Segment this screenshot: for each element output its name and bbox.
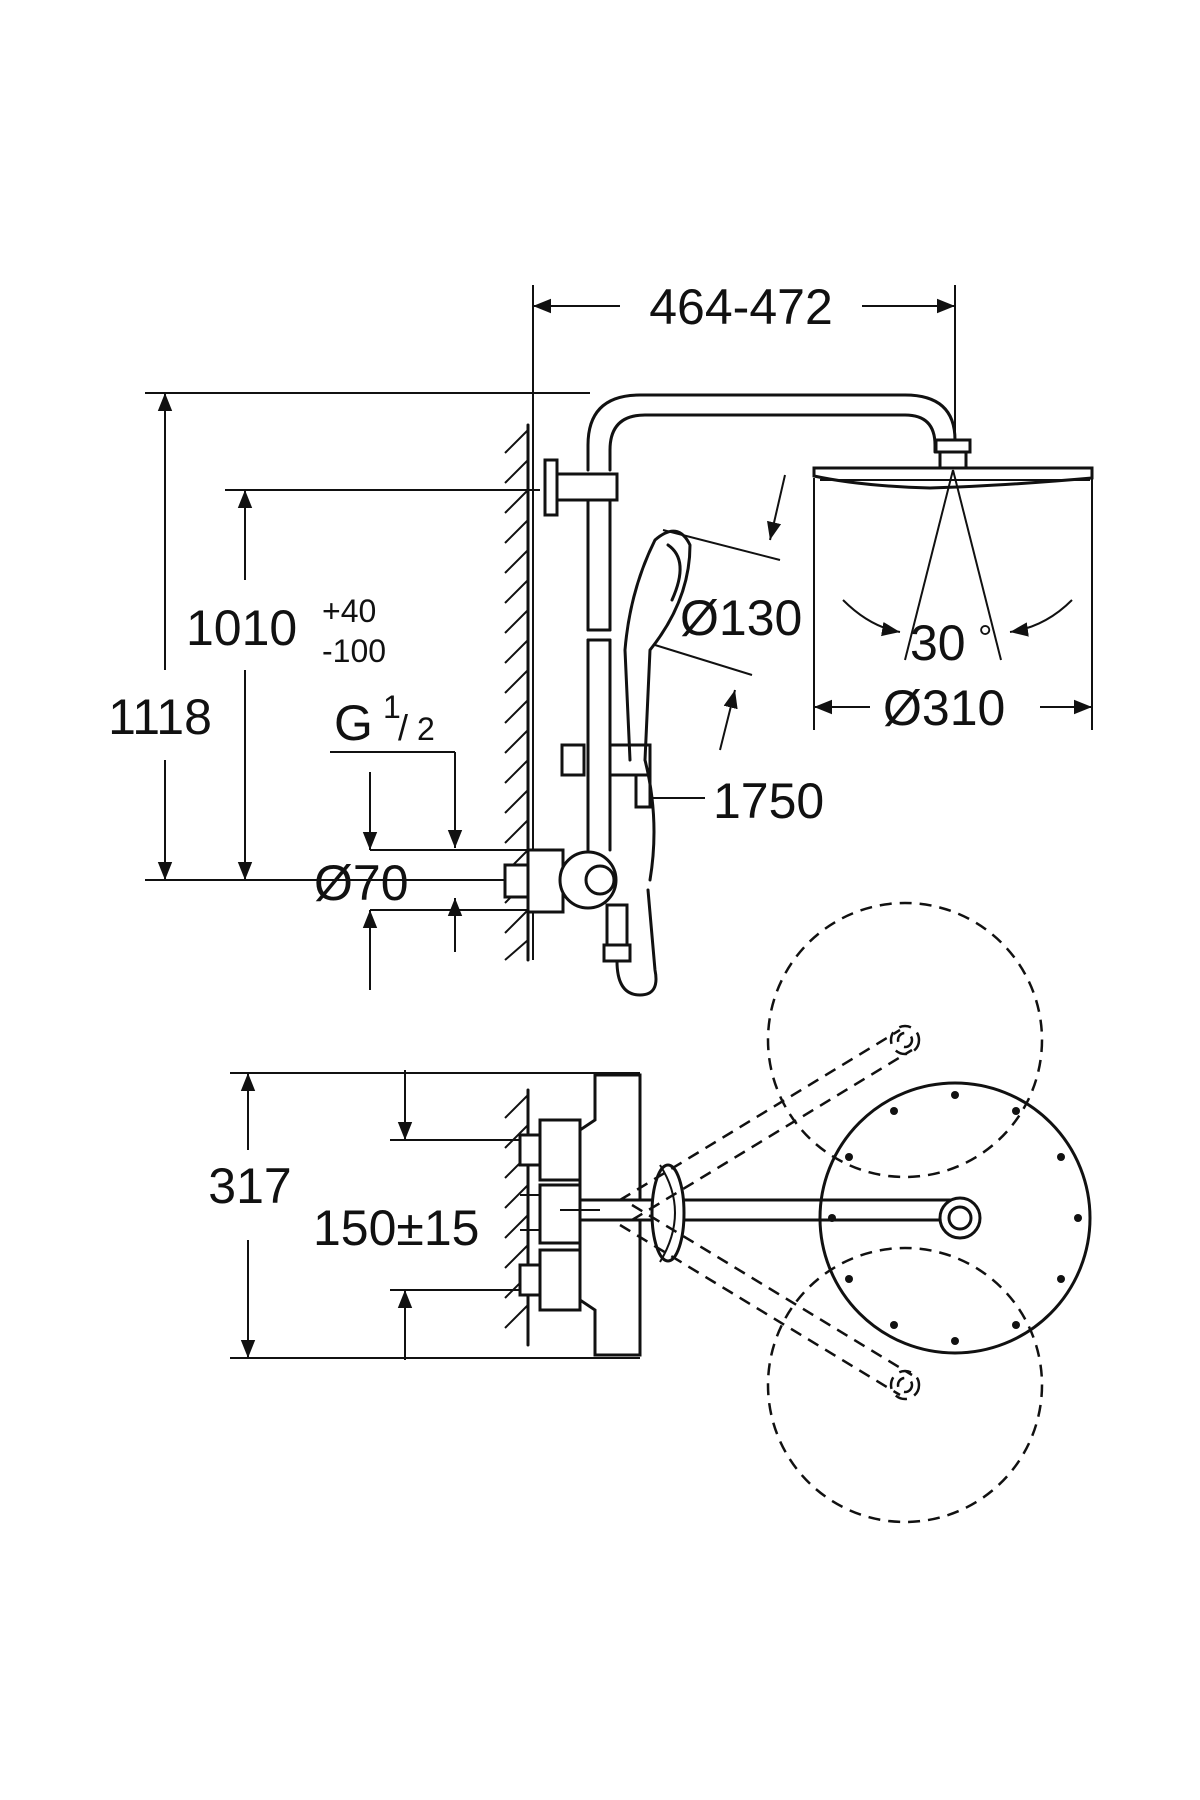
- thread-numerator: 1: [383, 689, 401, 725]
- outlet-tol-minus: -100: [322, 633, 386, 669]
- dim-rosette: Ø70: [314, 772, 528, 990]
- hand-shower: [623, 529, 692, 882]
- dim-hose: 1750: [650, 773, 824, 829]
- rosette-diameter-label: Ø70: [314, 855, 409, 911]
- dim-width: 464-472: [532, 279, 956, 960]
- dim-total-height: 1118: [108, 392, 590, 881]
- inlet-spacing-label: 150±15: [313, 1200, 479, 1256]
- rotated-positions: [619, 901, 1044, 1524]
- dim-depth: 317: [208, 1072, 640, 1359]
- outlet-height-label: 1010: [186, 600, 297, 656]
- width-range-label: 464-472: [649, 279, 833, 335]
- spray-angle-unit: °: [978, 617, 992, 658]
- thread-letter: G: [334, 695, 373, 751]
- hand-shower-top: [650, 1163, 686, 1263]
- thread-denominator: 2: [417, 711, 435, 747]
- dim-outlet-height: 1010 +40 -100: [186, 489, 540, 880]
- head-shower-top: [818, 1081, 1092, 1355]
- head-shower: [812, 438, 1094, 490]
- mixer-body: [503, 848, 658, 997]
- nozzle-dots: [828, 1091, 1082, 1345]
- dim-inlet-spacing: 150±15: [313, 1070, 520, 1360]
- thread-slash: /: [398, 707, 408, 748]
- outlet-tol-plus: +40: [322, 593, 376, 629]
- total-height-label: 1118: [108, 689, 212, 745]
- side-view: 464-472 1118 1010 +40 -100 G 1 / 2: [108, 279, 1094, 997]
- spray-angle-label: 30: [910, 615, 966, 671]
- head-shower-diameter-label: Ø310: [883, 680, 1005, 736]
- thread-spec: G 1 / 2: [330, 689, 463, 952]
- hose-length-label: 1750: [713, 773, 824, 829]
- dim-hand-shower: Ø130: [654, 474, 802, 751]
- wall-hatching-top: [504, 1088, 530, 1347]
- hand-shower-diameter-label: Ø130: [680, 590, 802, 646]
- dim-spray-angle: 30 °: [842, 469, 1073, 671]
- dim-head-shower: Ø310: [813, 478, 1093, 736]
- top-view: 317 150±15: [208, 901, 1092, 1524]
- riser-pipe: [543, 393, 957, 852]
- depth-label: 317: [208, 1158, 291, 1214]
